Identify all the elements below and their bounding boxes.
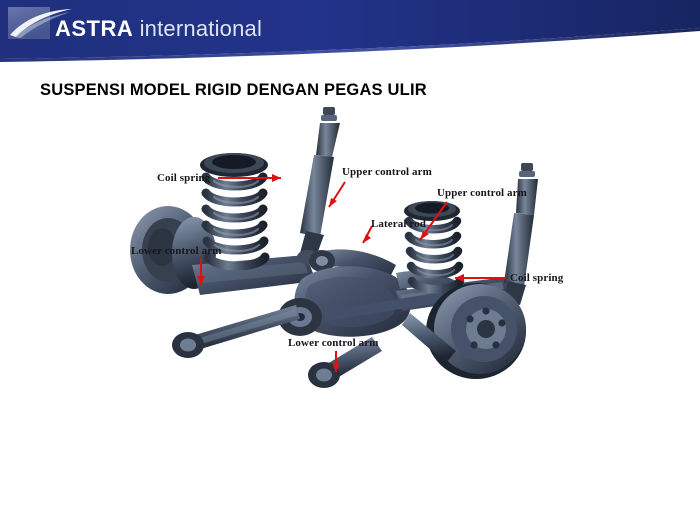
coil-spring-left-graphic xyxy=(200,153,270,271)
header-shape xyxy=(0,0,700,62)
label-coil-spring-right: Coil spring xyxy=(510,272,564,284)
brand-name-bold: ASTRA xyxy=(55,16,134,41)
page-title: SUSPENSI MODEL RIGID DENGAN PEGAS ULIR xyxy=(40,81,427,99)
lower-control-arm-left-graphic xyxy=(172,305,300,358)
label-upper-control-arm-right: Upper control arm xyxy=(437,187,527,199)
label-coil-spring-left: Coil spring xyxy=(157,172,211,184)
suspension-diagram xyxy=(110,105,590,395)
shock-absorber-right-graphic xyxy=(504,163,538,305)
label-upper-control-arm-left: Upper control arm xyxy=(342,166,432,178)
header-band: ASTRA international xyxy=(0,0,700,80)
brand-name-light: international xyxy=(133,16,263,41)
brand-wordmark: ASTRA international xyxy=(55,18,262,40)
brake-drum-right-graphic xyxy=(426,283,526,379)
shock-absorber-left-graphic xyxy=(297,107,340,264)
differential-housing-graphic xyxy=(278,266,411,337)
astra-swoosh-icon xyxy=(8,7,72,39)
label-lower-control-arm-left: Lower control arm xyxy=(131,245,222,257)
label-lower-control-arm-front: Lower control arm xyxy=(288,337,379,349)
label-lateral-rod: Lateral rod xyxy=(371,218,426,230)
